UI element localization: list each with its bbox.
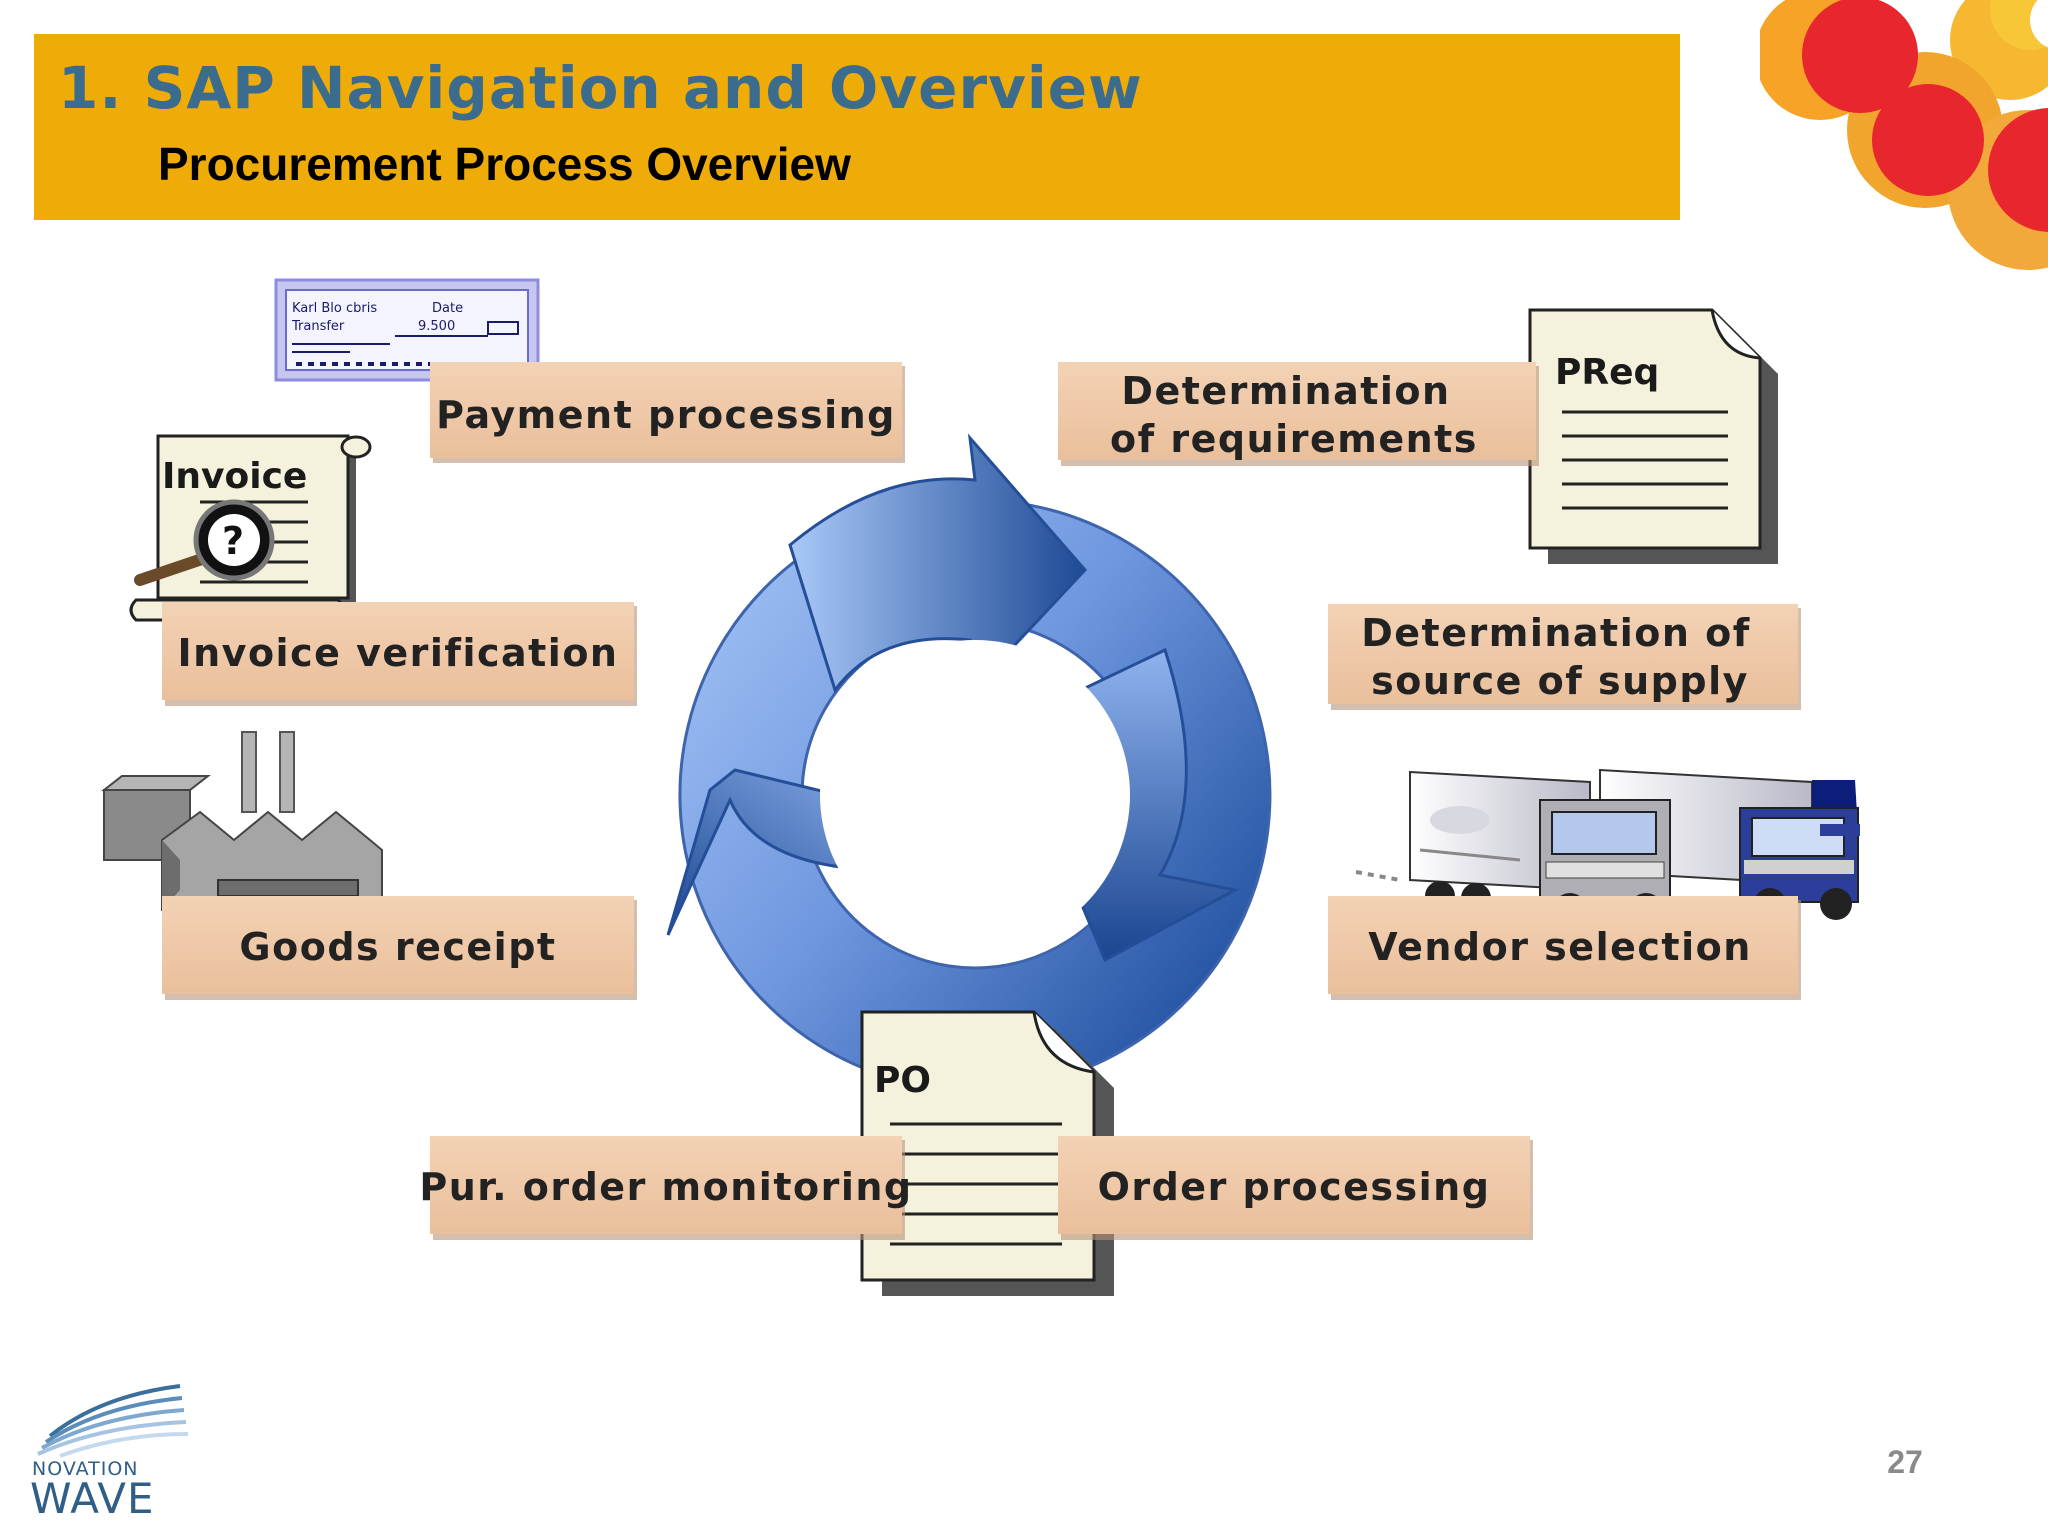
cheque-transfer-label: Transfer <box>291 319 345 334</box>
slide-title: 1. SAP Navigation and Overview <box>58 54 1143 122</box>
determination-of-source-label-line1: Determination of <box>1361 611 1751 655</box>
cheque-date-label: Date <box>432 301 463 316</box>
cheque-amount: 9.500 <box>418 319 455 334</box>
circular-arrows-icon <box>666 433 1272 1092</box>
po-label: PO <box>874 1060 931 1101</box>
wave-logo-icon <box>37 1384 189 1458</box>
payment-processing-label: Payment processing <box>436 393 896 437</box>
determination-of-requirements-label-line1: Determination <box>1121 369 1450 413</box>
cheque-icon: Karl Blo cbris Date Transfer 9.500 <box>274 278 540 382</box>
step-invoice-verification: Invoice verification <box>162 602 637 706</box>
decorative-circles-icon <box>1760 0 2048 270</box>
factory-icon <box>101 731 383 911</box>
determination-of-requirements-label-line2: of requirements <box>1110 417 1478 461</box>
company-logo: NOVATION WAVE <box>20 1376 190 1523</box>
invoice-query-mark: ? <box>222 519 244 563</box>
step-purchase-order-monitoring: Pur. order monitoring <box>419 1136 912 1240</box>
step-order-processing: Order processing <box>1058 1136 1533 1240</box>
logo-text-bottom: WAVE <box>30 1474 155 1523</box>
slide-header: 1. SAP Navigation and Overview Procureme… <box>34 34 1680 220</box>
step-goods-receipt: Goods receipt <box>162 896 637 1000</box>
purchase-order-monitoring-label: Pur. order monitoring <box>419 1165 912 1209</box>
step-determination-of-source: Determination of source of supply <box>1328 604 1801 710</box>
page-number: 27 <box>1887 1444 1923 1480</box>
invoice-label: Invoice <box>162 456 307 497</box>
step-payment-processing: Payment processing <box>430 362 905 463</box>
purchase-order-document-icon: PO <box>860 1010 1114 1296</box>
step-determination-of-requirements: Determination of requirements <box>1058 362 1539 466</box>
purchase-requisition-document-icon: PReq <box>1528 308 1778 564</box>
goods-receipt-label: Goods receipt <box>239 925 556 969</box>
preq-label: PReq <box>1555 352 1659 393</box>
determination-of-source-label-line2: source of supply <box>1371 659 1749 703</box>
cheque-payee: Karl Blo cbris <box>292 301 377 316</box>
step-vendor-selection: Vendor selection <box>1328 896 1801 1000</box>
order-processing-label: Order processing <box>1098 1165 1491 1209</box>
invoice-verification-label: Invoice verification <box>177 631 618 675</box>
vendor-selection-label: Vendor selection <box>1368 925 1752 969</box>
magnifier-icon: ? <box>134 499 275 586</box>
slide-subtitle: Procurement Process Overview <box>158 138 851 190</box>
logo-text-top: NOVATION <box>32 1458 139 1480</box>
